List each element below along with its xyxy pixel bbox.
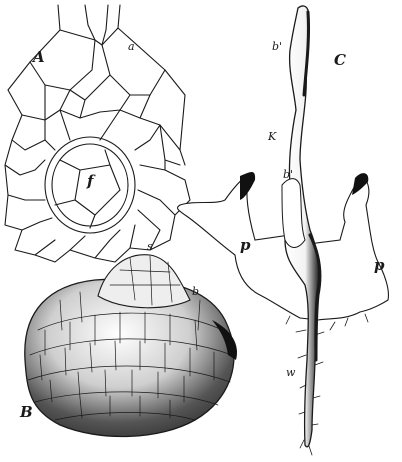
panel-a-label: A — [31, 48, 45, 66]
panel-b-dome-bud — [25, 255, 237, 437]
panel-b-label: B — [19, 403, 33, 421]
label-s: s — [147, 240, 153, 253]
label-b-upper: b' — [272, 40, 282, 53]
cell-label-f: f — [86, 172, 96, 190]
label-p-right: p — [374, 256, 385, 274]
label-b: b — [192, 285, 199, 298]
label-k: K — [267, 130, 277, 143]
panel-a-cell-network — [5, 5, 190, 262]
label-p-left: p — [240, 236, 251, 254]
label-w: w — [286, 366, 296, 379]
panel-c-label: C — [334, 51, 346, 69]
cell-label-a: a — [128, 40, 135, 53]
label-b-lower: b' — [283, 168, 293, 181]
